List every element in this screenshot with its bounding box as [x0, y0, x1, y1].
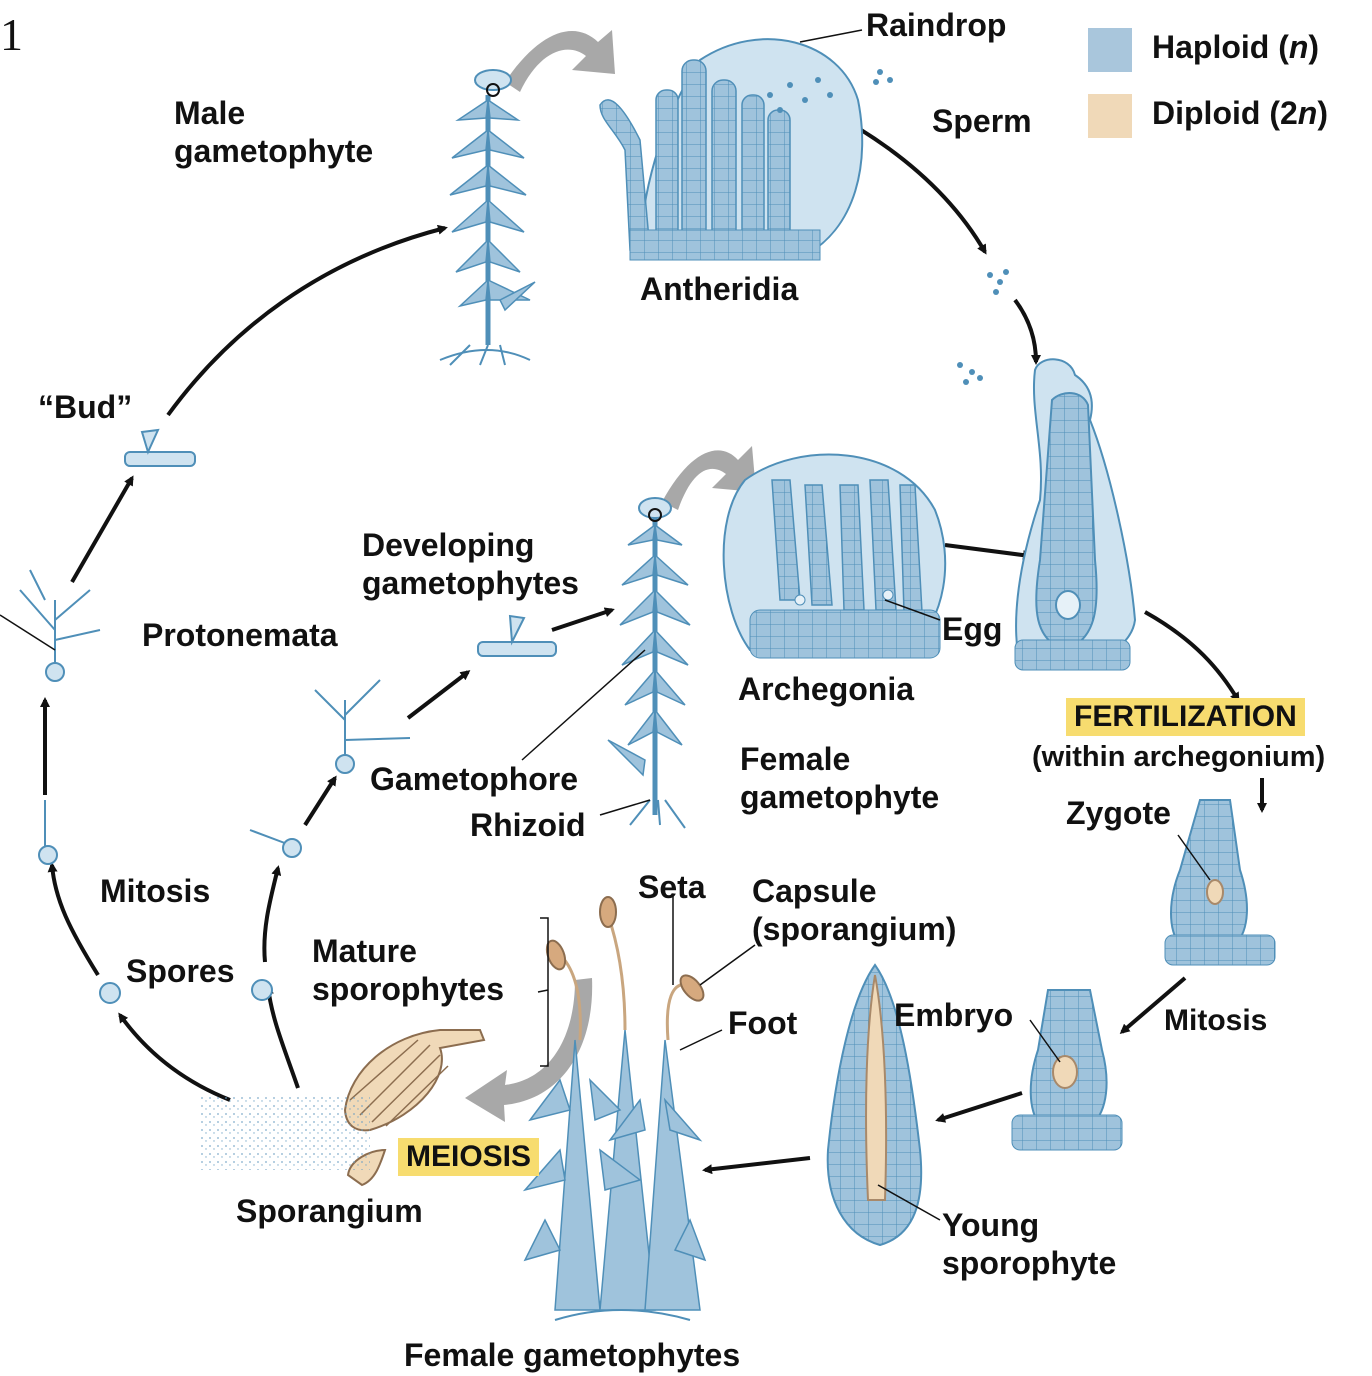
spore-cloud [200, 1095, 370, 1170]
label-archegonia: Archegonia [738, 670, 914, 708]
label-capsule-1: Capsule [752, 872, 876, 910]
label-developing-2: gametophytes [362, 564, 579, 602]
label-bud: “Bud” [38, 388, 132, 426]
label-antheridia: Antheridia [640, 270, 798, 308]
arrow-sperm-to-archegonium [1015, 300, 1036, 362]
label-spores: Spores [126, 952, 234, 990]
label-foot: Foot [728, 1004, 797, 1042]
legend-label-diploid: Diploid (2n) [1152, 94, 1328, 132]
label-protonemata: Protonemata [142, 616, 338, 654]
gray-arrow-male [505, 30, 615, 92]
arrow-sporangium-to-spore-left [120, 1015, 230, 1100]
arrow-sporangium-to-spore-right [268, 987, 298, 1088]
arrow-young-to-female [705, 1158, 810, 1170]
arrow-right-protonema [305, 778, 335, 825]
label-rhizoid: Rhizoid [470, 806, 586, 844]
label-male-gametophyte-1: Male [174, 94, 245, 132]
label-mitosis-left: Mitosis [100, 872, 210, 910]
label-female-gametophyte-2: gametophyte [740, 778, 939, 816]
label-female-gametophytes: Female gametophytes [404, 1336, 740, 1374]
male-gametophyte-plant [440, 70, 535, 365]
label-mature-2: sporophytes [312, 970, 504, 1008]
label-female-gametophyte-1: Female [740, 740, 850, 778]
mature-sporophytes [560, 915, 690, 1040]
arrow-to-developing [408, 672, 468, 718]
label-developing-1: Developing [362, 526, 534, 564]
arrow-left-to-bud [72, 478, 132, 582]
sperm-cells [957, 269, 1009, 385]
legend-haploid-text: Haploid ( [1152, 29, 1289, 65]
label-young-2: sporophyte [942, 1244, 1116, 1282]
capsules [543, 897, 707, 1005]
gametophore-plant [608, 498, 690, 828]
legend-swatch-diploid [1088, 94, 1132, 138]
figure-number: 1 [0, 8, 23, 61]
label-young-1: Young [942, 1206, 1039, 1244]
label-meiosis: MEIOSIS [398, 1138, 539, 1176]
label-egg: Egg [942, 610, 1002, 648]
arrow-embryo-to-young [938, 1093, 1022, 1120]
label-embryo: Embryo [894, 996, 1013, 1034]
label-zygote: Zygote [1066, 794, 1171, 832]
bud-filament [125, 430, 195, 466]
arrow-spore-left-up [52, 865, 98, 975]
label-sperm: Sperm [932, 102, 1032, 140]
label-mature-1: Mature [312, 932, 417, 970]
embryo-archegonium [1012, 990, 1122, 1150]
legend-diploid-var: n [1298, 95, 1318, 131]
legend-diploid-text: Diploid (2 [1152, 95, 1298, 131]
label-male-gametophyte-2: gametophyte [174, 132, 373, 170]
label-seta: Seta [638, 868, 706, 906]
label-sporangium: Sporangium [236, 1192, 423, 1230]
fertilization-archegonium [1015, 359, 1135, 670]
arrow-spore-right-up [264, 868, 278, 962]
arrow-archegonia-to-fertilization [945, 545, 1030, 556]
antheridia-raindrop [600, 39, 893, 260]
arrow-raindrop-to-sperm [858, 128, 985, 252]
arrow-fertilization-out [1145, 612, 1238, 700]
legend-label-haploid: Haploid (n) [1152, 28, 1319, 66]
arrow-to-gametophore [552, 610, 612, 630]
developing-filament [478, 616, 556, 656]
label-within-archegonium: (within archegonium) [1032, 738, 1325, 776]
legend-haploid-end: ) [1308, 29, 1319, 65]
label-gametophore: Gametophore [370, 760, 578, 798]
label-capsule-2: (sporangium) [752, 910, 956, 948]
label-raindrop: Raindrop [866, 6, 1006, 44]
label-fertilization: FERTILIZATION [1066, 698, 1305, 736]
zygote-archegonium [1165, 800, 1275, 965]
legend-diploid-end: ) [1317, 95, 1328, 131]
arrow-bud-to-male [168, 228, 445, 415]
legend-swatch-haploid [1088, 28, 1132, 72]
archegonia-cluster [724, 455, 946, 658]
legend-haploid-var: n [1289, 29, 1309, 65]
label-mitosis-right: Mitosis [1164, 1002, 1267, 1040]
